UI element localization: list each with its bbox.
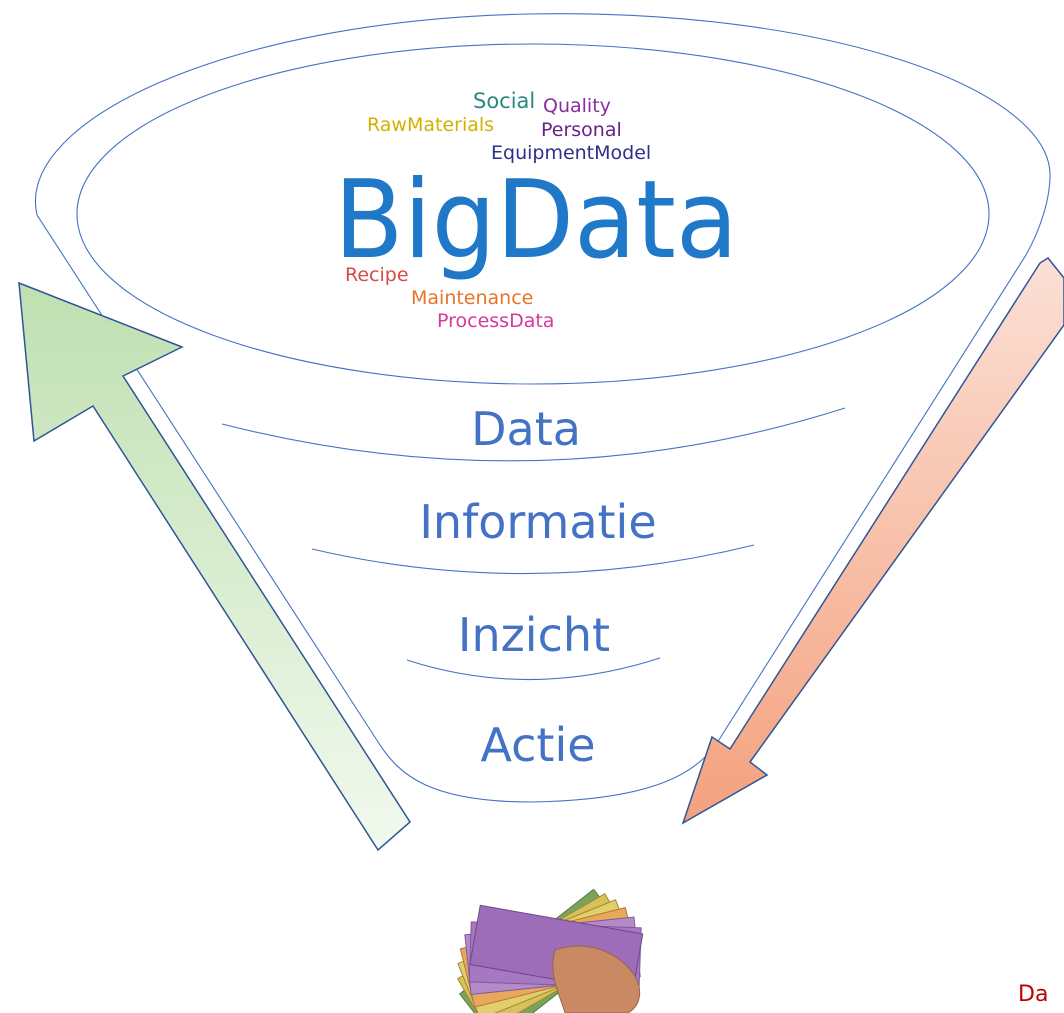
- arrow-down-shape: [681, 257, 1064, 825]
- word-cloud: Social Quality RawMaterials Personal Equ…: [334, 89, 738, 332]
- level-informatie: Informatie: [419, 495, 656, 549]
- word-recipe: Recipe: [345, 264, 409, 286]
- funnel-top-rim: [76, 43, 990, 385]
- word-equipmentmodel: EquipmentModel: [491, 142, 651, 164]
- word-rawmaterials: RawMaterials: [367, 114, 494, 136]
- divider-informatie-inzicht: [311, 544, 755, 575]
- word-personal: Personal: [541, 119, 622, 141]
- cut-off-label: Da: [1018, 982, 1049, 1007]
- arrow-up-left-icon: [18, 281, 411, 852]
- word-maintenance: Maintenance: [411, 287, 533, 309]
- divider-inzicht-actie: [406, 657, 661, 681]
- word-bigdata: BigData: [334, 158, 738, 283]
- arrow-up-shape: [18, 281, 411, 852]
- funnel-shape: [34, 13, 1051, 803]
- word-quality: Quality: [543, 95, 611, 117]
- level-inzicht: Inzicht: [458, 608, 610, 662]
- hand: [552, 945, 641, 1013]
- euro-banknotes-fan-icon: [456, 888, 644, 1013]
- divider-data-informatie: [221, 407, 846, 462]
- level-actie: Actie: [480, 718, 595, 772]
- word-processdata: ProcessData: [437, 310, 554, 332]
- word-social: Social: [473, 89, 535, 113]
- arrow-down-left-icon: [681, 257, 1064, 825]
- funnel-levels: Data Informatie Inzicht Actie: [419, 402, 656, 772]
- funnel-outer-body: [34, 13, 1051, 803]
- level-data: Data: [471, 402, 581, 456]
